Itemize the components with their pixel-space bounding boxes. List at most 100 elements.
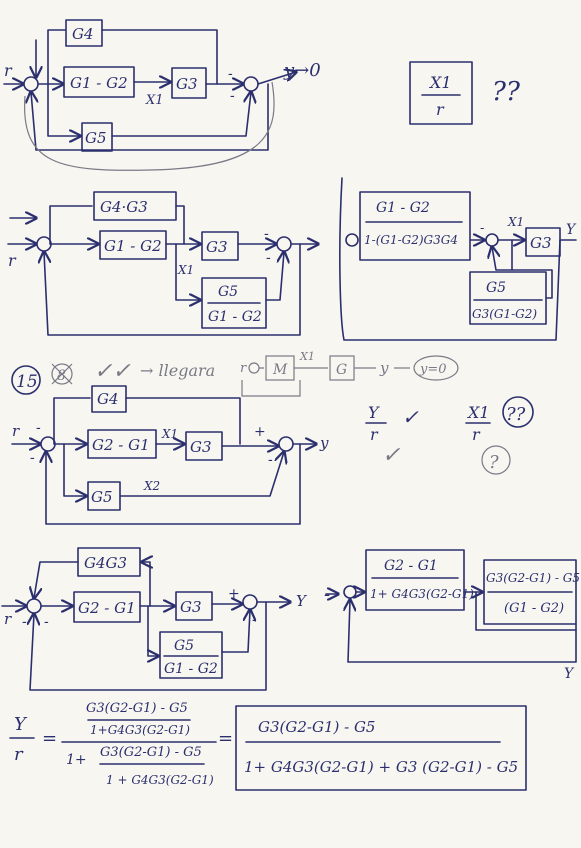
diagram-1: G4 G1 - G2 G3 G5 r X1 - - y→0 X1 r ?? <box>3 19 521 171</box>
sum-junction-1 <box>40 436 56 452</box>
sum-junction-4 <box>485 233 499 247</box>
question-marks: ?? <box>506 404 526 425</box>
result-box <box>235 705 527 791</box>
sum-junction-2 <box>276 236 292 252</box>
block-forward-fraction <box>365 549 465 611</box>
label-x1: X1 <box>177 263 194 277</box>
block-g3 <box>175 591 213 621</box>
label-ff-den: 1-(G1-G2)G3G4 <box>364 233 458 247</box>
minus-sign-a: - <box>22 614 27 630</box>
problem-number-circle <box>11 365 41 395</box>
note-x1: X1 <box>299 350 315 363</box>
block-g4 <box>65 19 103 47</box>
problem-15: 15 8 ✓✓ → llegara r M X1 G y y=0 G4 G2 -… <box>11 350 534 525</box>
block-g3 <box>201 231 239 261</box>
label-g1-g2: G1 - G2 <box>70 74 128 92</box>
note-yzero: y=0 <box>419 362 447 377</box>
note-text: → llegara <box>140 361 215 380</box>
plus-sign: + <box>228 586 240 602</box>
note-g: G <box>336 362 347 378</box>
minus-sign-c: - <box>252 612 257 628</box>
question-marks: ?? <box>492 77 521 107</box>
sum-junction-1 <box>26 598 42 614</box>
ratio1-r: r <box>370 425 379 444</box>
block-g5 <box>81 122 113 152</box>
label-y: Y <box>296 592 308 610</box>
result-den: 1+ G4G3(G2-G1) + G3 (G2-G1) - G5 <box>244 758 518 776</box>
block-g5-fraction <box>201 277 267 329</box>
check-mark-2: ✓ <box>382 443 401 468</box>
label-g3-right: G3 <box>530 234 552 252</box>
label-x1-right: X1 <box>507 215 524 229</box>
label-g5-num: G5 <box>174 638 194 654</box>
ratio1-y: Y <box>368 403 380 422</box>
label-g3: G3 <box>180 598 202 616</box>
crossed-number-circle <box>51 363 73 385</box>
minus-sign-bottom: - <box>266 250 271 266</box>
label-g3: G3 <box>176 75 198 93</box>
minus-sign-top: - <box>228 66 233 82</box>
den-bot: 1 + G4G3(G2-G1) <box>106 773 214 787</box>
label-fb-num: G5 <box>486 280 506 296</box>
num-top: G3(G2-G1) - G5 <box>86 701 188 716</box>
minus-sign-b: - <box>44 614 49 630</box>
minus-sign-right: - <box>480 221 484 236</box>
label-g2-g1: G2 - G1 <box>78 599 136 617</box>
den-prefix: 1+ <box>66 752 87 768</box>
block-g3 <box>171 67 207 99</box>
diagram-2: G4·G3 G1 - G2 G3 G5 G1 - G2 r X1 - - G1 … <box>7 177 577 341</box>
label-g2-g1: G2 - G1 <box>92 436 150 454</box>
ratio-r: r <box>436 100 445 119</box>
label-out-den: (G1 - G2) <box>504 601 564 616</box>
label-ff-num: G1 - G2 <box>376 200 430 216</box>
block-output-fraction <box>483 559 577 625</box>
final-formula: Y r = G3(G2-G1) - G5 1+G4G3(G2-G1) 1+ G3… <box>9 701 527 791</box>
result-num: G3(G2-G1) - G5 <box>258 718 375 736</box>
label-y-right: Y <box>564 666 575 682</box>
minus-sign-c: - <box>268 452 273 468</box>
crossed-number: 8 <box>57 368 66 384</box>
minus-sign-b: - <box>30 450 35 466</box>
label-r: r <box>4 61 13 80</box>
note-r: r <box>240 361 247 376</box>
label-g3: G3 <box>190 438 212 456</box>
label-r: r <box>8 251 17 270</box>
ratio-box <box>409 61 473 125</box>
label-y-right: Y <box>566 222 577 238</box>
label-x2: X2 <box>143 479 160 493</box>
question-mark: ? <box>489 452 499 473</box>
sum-junction-1 <box>36 236 52 252</box>
ratio-x1: X1 <box>428 73 452 92</box>
minus-sign-a: - <box>36 420 41 436</box>
note-y: y <box>379 359 389 377</box>
label-ff-num: G2 - G1 <box>384 558 438 574</box>
plus-sign: + <box>254 424 266 440</box>
note-yzero-circle <box>413 355 459 381</box>
sum-junction-2 <box>278 436 294 452</box>
block-g2-g1 <box>73 591 141 623</box>
block-g1-g2 <box>99 230 167 260</box>
label-g5-num: G5 <box>218 284 238 300</box>
sum-junction-2 <box>242 594 258 610</box>
block-g4 <box>91 385 127 413</box>
ratio2-x1: X1 <box>466 403 490 422</box>
label-r: r <box>12 422 20 440</box>
num-bot: 1+G4G3(G2-G1) <box>90 723 190 737</box>
label-r: r <box>4 610 12 628</box>
label-y-to-zero: y→0 <box>283 60 321 81</box>
label-g3: G3 <box>206 238 228 256</box>
q-circle <box>481 445 511 475</box>
problem-number: 15 <box>16 372 38 392</box>
label-out-num: G3(G2-G1) - G5 <box>486 571 580 585</box>
label-g5: G5 <box>85 129 107 147</box>
label-g4g3: G4G3 <box>84 554 127 572</box>
sum-junction-3 <box>345 233 359 247</box>
ratio2-r: r <box>472 425 481 444</box>
note-m: M <box>272 362 288 378</box>
minus-sign-bottom: - <box>230 88 235 104</box>
lhs-r: r <box>14 744 24 765</box>
label-y: y <box>319 434 329 452</box>
label-g5-den: G1 - G2 <box>208 309 262 325</box>
